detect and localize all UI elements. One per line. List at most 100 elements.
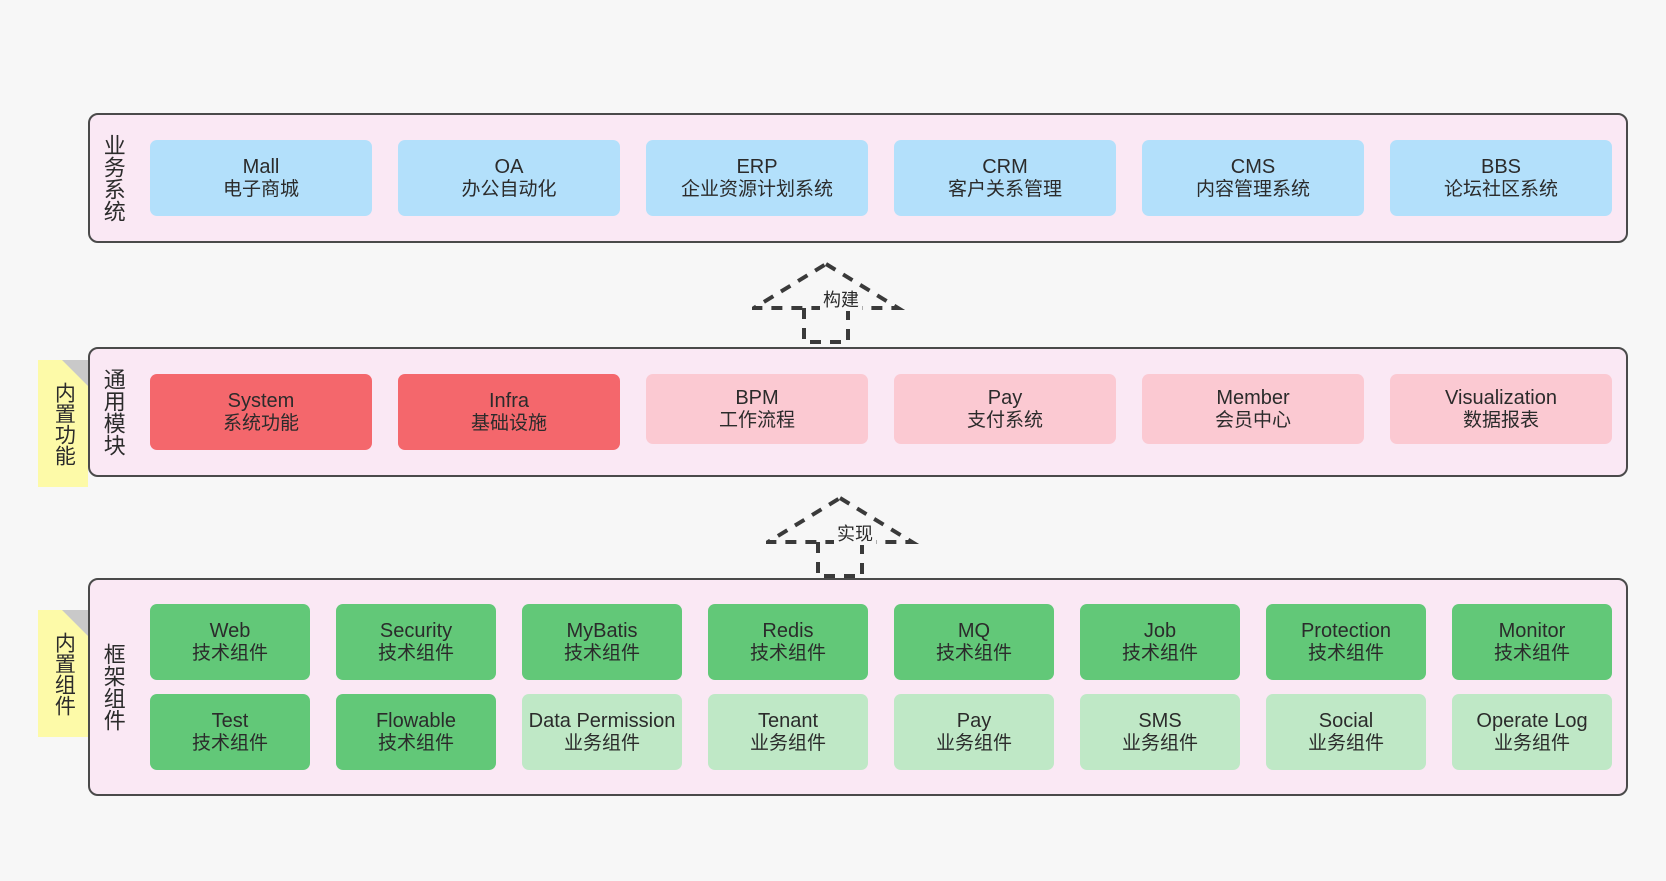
- card-title: Infra: [488, 389, 530, 412]
- card-security[interactable]: Security 技术组件: [336, 604, 496, 680]
- card-title: Redis: [762, 619, 814, 642]
- card-title: Tenant: [757, 709, 819, 732]
- card-subtitle: 业务组件: [563, 732, 640, 754]
- layer-common-module: 通用模块 System 系统功能 Infra 基础设施 BPM 工作流程 Pay…: [88, 347, 1628, 477]
- card-title: BPM: [735, 386, 779, 409]
- card-operate-log[interactable]: Operate Log 业务组件: [1452, 694, 1612, 770]
- card-redis[interactable]: Redis 技术组件: [708, 604, 868, 680]
- card-erp[interactable]: ERP 企业资源计划系统: [646, 140, 868, 216]
- card-row: Mall 电子商城 OA 办公自动化 ERP 企业资源计划系统 CRM 客户关系…: [150, 140, 1612, 216]
- card-row: Test 技术组件 Flowable 技术组件 Data Permission …: [150, 694, 1612, 770]
- card-test[interactable]: Test 技术组件: [150, 694, 310, 770]
- connector-implement-label: 实现: [834, 524, 876, 545]
- card-subtitle: 技术组件: [377, 642, 454, 664]
- card-flowable[interactable]: Flowable 技术组件: [336, 694, 496, 770]
- note-builtin-function: 内置功能: [38, 360, 88, 487]
- card-subtitle: 系统功能: [222, 412, 299, 434]
- note-label: 内置功能: [52, 381, 76, 466]
- card-title: Monitor: [1498, 619, 1566, 642]
- card-title: SMS: [1138, 709, 1182, 732]
- card-title: Visualization: [1445, 386, 1557, 409]
- card-subtitle: 客户关系管理: [947, 178, 1062, 200]
- card-title: MQ: [957, 619, 991, 642]
- card-subtitle: 业务组件: [1307, 732, 1384, 754]
- card-title: Pay: [956, 709, 992, 732]
- connector-build-label: 构建: [820, 290, 862, 311]
- card-subtitle: 会员中心: [1214, 409, 1291, 431]
- layer-common-module-body: System 系统功能 Infra 基础设施 BPM 工作流程 Pay 支付系统…: [136, 349, 1626, 475]
- layer-common-module-label: 通用模块: [100, 368, 126, 456]
- card-title: Web: [209, 619, 251, 642]
- connector-build: 构建: [746, 258, 912, 344]
- card-subtitle: 业务组件: [1121, 732, 1198, 754]
- card-subtitle: 技术组件: [191, 732, 268, 754]
- card-subtitle: 支付系统: [966, 409, 1043, 431]
- layer-business-system-label: 业务系统: [100, 134, 126, 222]
- card-social[interactable]: Social 业务组件: [1266, 694, 1426, 770]
- card-subtitle: 电子商城: [222, 178, 299, 200]
- card-infra[interactable]: Infra 基础设施: [398, 374, 620, 450]
- card-member[interactable]: Member 会员中心: [1142, 374, 1364, 444]
- card-title: Mall: [242, 155, 280, 178]
- card-subtitle: 技术组件: [749, 642, 826, 664]
- card-mybatis[interactable]: MyBatis 技术组件: [522, 604, 682, 680]
- card-row: Web 技术组件 Security 技术组件 MyBatis 技术组件 Redi…: [150, 604, 1612, 680]
- card-pay[interactable]: Pay 支付系统: [894, 374, 1116, 444]
- note-fold-corner-icon: [62, 610, 88, 636]
- card-pay-business[interactable]: Pay 业务组件: [894, 694, 1054, 770]
- card-visualization[interactable]: Visualization 数据报表: [1390, 374, 1612, 444]
- card-mall[interactable]: Mall 电子商城: [150, 140, 372, 216]
- card-title: Job: [1143, 619, 1177, 642]
- card-title: Member: [1216, 386, 1290, 409]
- build-arrow-icon: [746, 261, 906, 344]
- card-title: Social: [1318, 709, 1374, 732]
- card-mq[interactable]: MQ 技术组件: [894, 604, 1054, 680]
- card-subtitle: 技术组件: [377, 732, 454, 754]
- card-subtitle: 办公自动化: [461, 178, 557, 200]
- card-subtitle: 技术组件: [191, 642, 268, 664]
- card-title: Operate Log: [1476, 709, 1588, 732]
- card-title: System: [227, 389, 295, 412]
- card-job[interactable]: Job 技术组件: [1080, 604, 1240, 680]
- layer-business-system-body: Mall 电子商城 OA 办公自动化 ERP 企业资源计划系统 CRM 客户关系…: [136, 115, 1626, 241]
- card-subtitle: 业务组件: [749, 732, 826, 754]
- card-title: CMS: [1230, 155, 1276, 178]
- connector-implement: 实现: [760, 492, 926, 578]
- card-title: ERP: [736, 155, 778, 178]
- card-title: MyBatis: [566, 619, 638, 642]
- card-subtitle: 基础设施: [470, 412, 547, 434]
- card-monitor[interactable]: Monitor 技术组件: [1452, 604, 1612, 680]
- card-bbs[interactable]: BBS 论坛社区系统: [1390, 140, 1612, 216]
- card-tenant[interactable]: Tenant 业务组件: [708, 694, 868, 770]
- card-subtitle: 技术组件: [563, 642, 640, 664]
- card-cms[interactable]: CMS 内容管理系统: [1142, 140, 1364, 216]
- note-builtin-component: 内置组件: [38, 610, 88, 737]
- card-oa[interactable]: OA 办公自动化: [398, 140, 620, 216]
- card-crm[interactable]: CRM 客户关系管理: [894, 140, 1116, 216]
- card-web[interactable]: Web 技术组件: [150, 604, 310, 680]
- implement-arrow-icon: [760, 495, 920, 578]
- card-title: Pay: [987, 386, 1023, 409]
- card-subtitle: 工作流程: [718, 409, 795, 431]
- card-subtitle: 论坛社区系统: [1443, 178, 1558, 200]
- layer-framework-component-body: Web 技术组件 Security 技术组件 MyBatis 技术组件 Redi…: [136, 580, 1626, 794]
- card-subtitle: 技术组件: [1307, 642, 1384, 664]
- layer-framework-component-label: 框架组件: [100, 643, 126, 731]
- card-title: Data Permission: [528, 709, 676, 732]
- card-subtitle: 业务组件: [1493, 732, 1570, 754]
- layer-business-system: 业务系统 Mall 电子商城 OA 办公自动化 ERP 企业资源计划系统 CRM…: [88, 113, 1628, 243]
- card-row: System 系统功能 Infra 基础设施 BPM 工作流程 Pay 支付系统…: [150, 374, 1612, 450]
- card-subtitle: 内容管理系统: [1195, 178, 1310, 200]
- card-subtitle: 企业资源计划系统: [680, 178, 833, 200]
- card-bpm[interactable]: BPM 工作流程: [646, 374, 868, 444]
- note-fold-corner-icon: [62, 360, 88, 386]
- note-label: 内置组件: [52, 631, 76, 716]
- card-sms[interactable]: SMS 业务组件: [1080, 694, 1240, 770]
- card-data-permission[interactable]: Data Permission 业务组件: [522, 694, 682, 770]
- card-system[interactable]: System 系统功能: [150, 374, 372, 450]
- card-protection[interactable]: Protection 技术组件: [1266, 604, 1426, 680]
- card-subtitle: 业务组件: [935, 732, 1012, 754]
- card-title: CRM: [982, 155, 1028, 178]
- card-subtitle: 数据报表: [1462, 409, 1539, 431]
